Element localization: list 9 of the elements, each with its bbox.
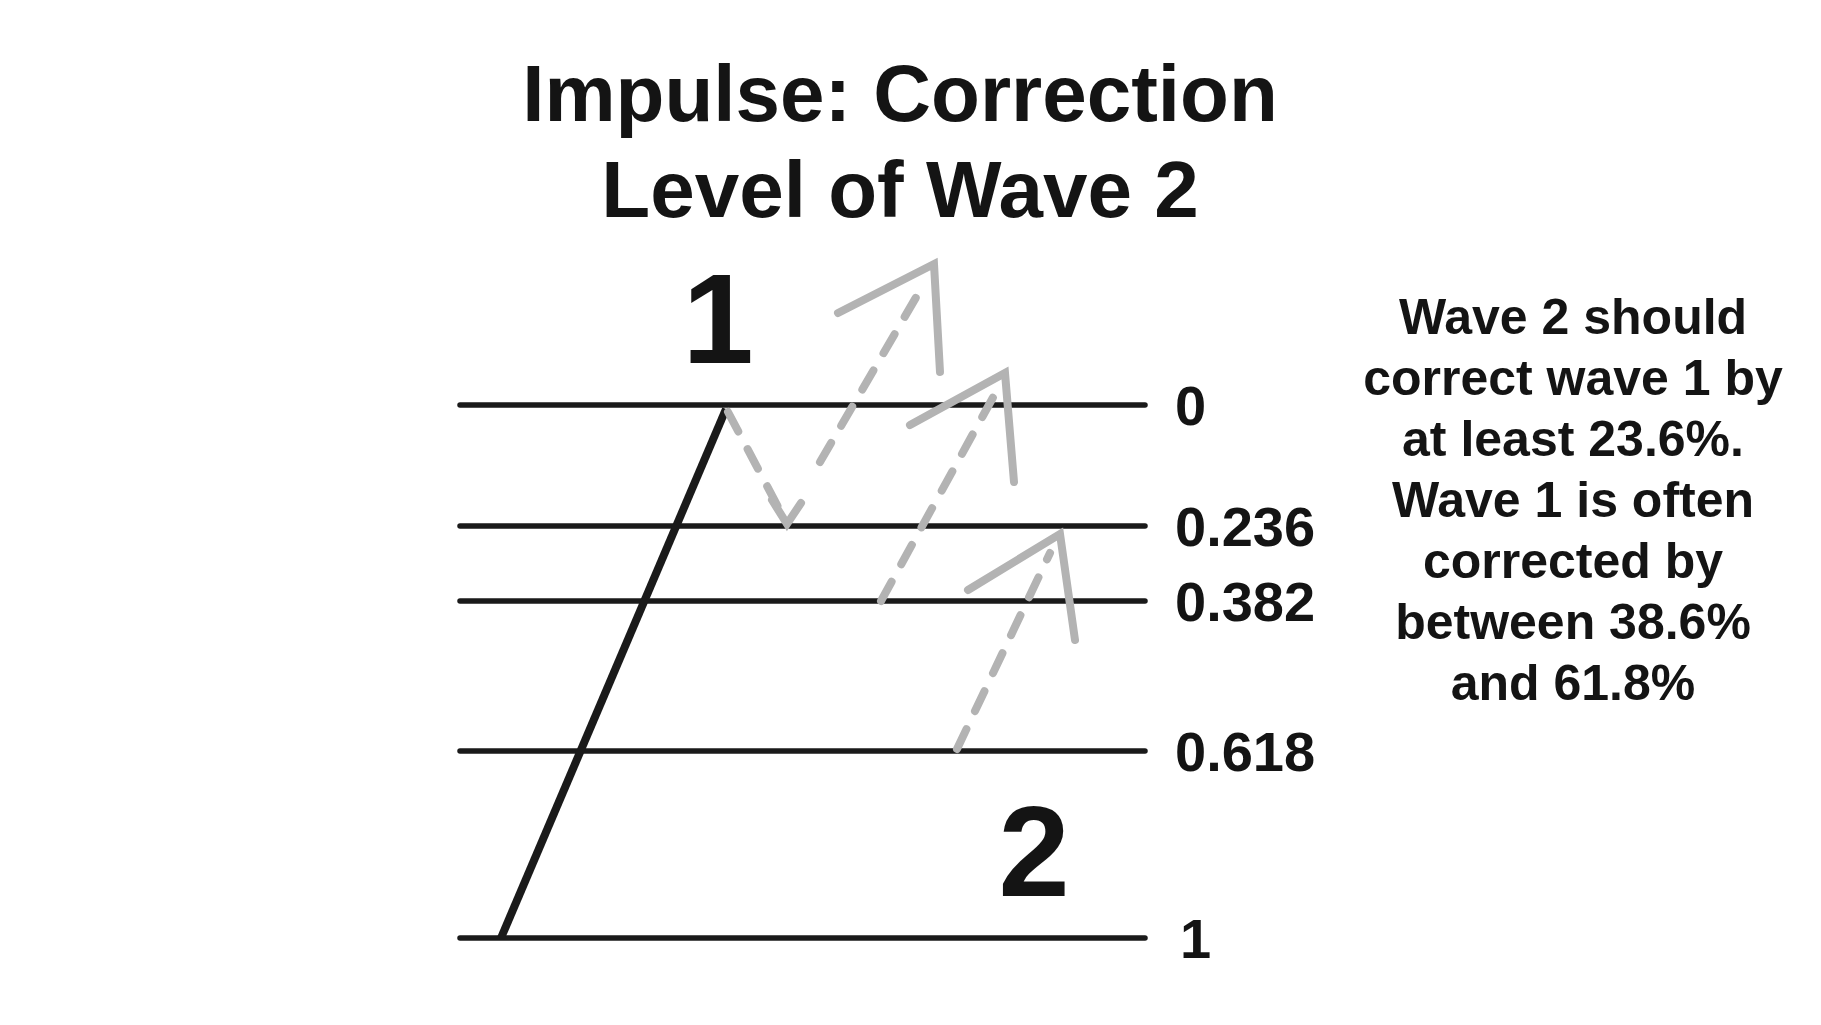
level-value: 1	[1180, 910, 1212, 967]
note-text: Wave 2 should correct wave 1 by at least 23.6%. Wave 1 is often corrected by between 38.6% and 61.8%	[1362, 288, 1784, 713]
level-value: 0	[1175, 377, 1207, 434]
level-value: 0.236	[1175, 498, 1316, 555]
wave-number: 2	[998, 788, 1070, 917]
diagram-title: Impulse: Correction Level of Wave 2	[521, 48, 1279, 236]
level-value: 0.382	[1175, 573, 1316, 630]
level-value: 0.618	[1175, 723, 1316, 780]
wave-number: 1	[682, 255, 754, 384]
